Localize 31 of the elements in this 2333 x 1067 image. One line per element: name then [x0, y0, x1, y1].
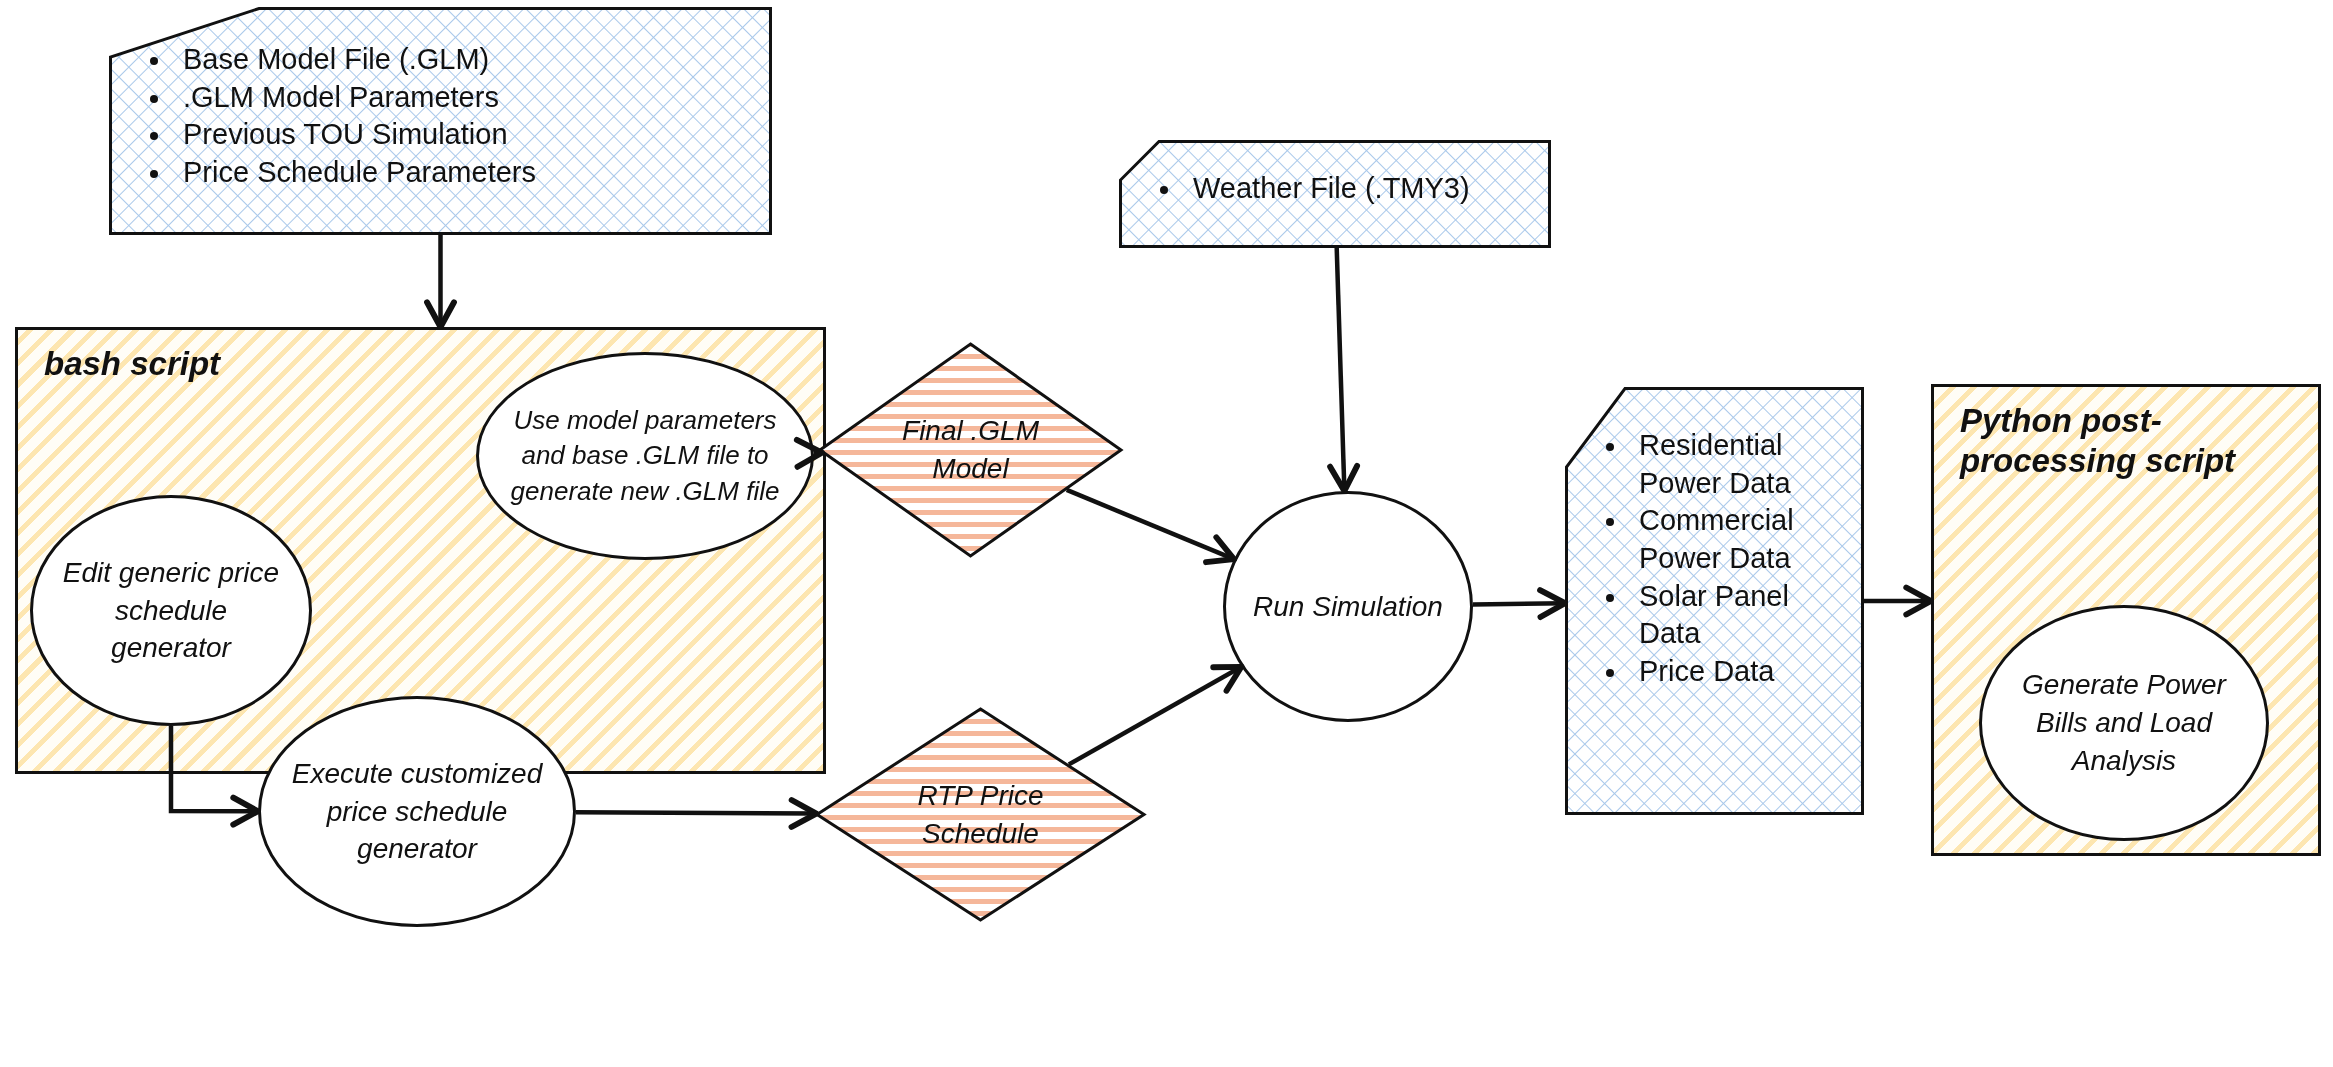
list-item: .GLM Model Parameters — [183, 79, 500, 115]
list-item: Commercial Power Data — [1639, 503, 1795, 577]
list-item: Residential Power Data — [1639, 428, 1792, 501]
arrow — [1067, 663, 1245, 767]
process-ellipse — [30, 495, 312, 726]
process-label: Execute customized price schedule generator — [290, 756, 544, 867]
diamond-label: RTP Price Schedule — [916, 778, 1045, 851]
process-label: Edit generic price schedule generator — [61, 555, 281, 666]
container-title: bash script — [44, 344, 221, 384]
list-item: Previous TOU Simulation — [183, 117, 509, 153]
document-card — [1565, 387, 1864, 815]
arrow — [576, 797, 820, 830]
document-card — [1119, 140, 1551, 248]
list-item: Solar Panel Data — [1639, 578, 1790, 652]
process-label: Generate Power Bills and Load Analysis — [2021, 668, 2228, 778]
process-ellipse — [1979, 605, 2269, 841]
diamond-label: Final .GLM Model — [901, 414, 1040, 486]
container-title: Python post-processing script — [1960, 401, 2237, 481]
process-label: Use model parameters and base .GLM file to generate new .GLM file — [509, 404, 781, 508]
list-item: Price Schedule Parameters — [183, 155, 537, 191]
data-diamond — [818, 342, 1123, 558]
script-container — [1931, 384, 2321, 856]
arrow — [1065, 487, 1237, 566]
process-ellipse — [476, 352, 814, 560]
arrow — [793, 436, 825, 470]
list-item: Price Data — [1639, 654, 1776, 690]
list-item: Base Model File (.GLM) — [183, 42, 491, 77]
data-diamond — [815, 707, 1146, 922]
list-item: Weather File (.TMY3) — [1193, 171, 1471, 206]
process-label: Run Simulation — [1253, 589, 1443, 624]
document-card — [109, 7, 772, 235]
